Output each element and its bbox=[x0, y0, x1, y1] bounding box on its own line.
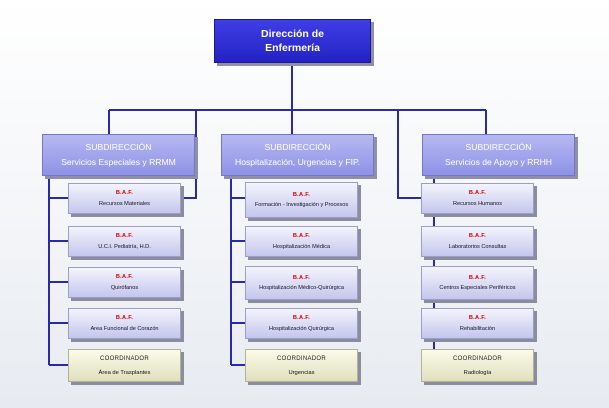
subdireccion-servicios-especiales-node: SUBDIRECCIÓN Servicios Especiales y RRMM bbox=[42, 134, 195, 176]
baf-name: Quirófanos bbox=[110, 285, 139, 291]
baf-tag: B.A.F. bbox=[468, 190, 487, 196]
baf-laboratorios-consultas: B.A.F. Laboratorios Consultas bbox=[421, 226, 534, 257]
baf-tag: B.A.F. bbox=[292, 275, 311, 281]
subdireccion-subtitle: Hospitalización, Urgencias y FIP. bbox=[235, 157, 360, 167]
baf-name: Hospitalización Médica bbox=[272, 244, 331, 250]
baf-name: Recursos Materiales bbox=[99, 201, 150, 207]
baf-name: Formación - Investigación y Procesos bbox=[254, 202, 349, 208]
baf-quirofanos: B.A.F. Quirófanos bbox=[68, 267, 181, 298]
baf-hospitalizacion-medica: B.A.F. Hospitalización Médica bbox=[245, 226, 358, 257]
baf-rehabilitacion: B.A.F. Rehabilitación bbox=[421, 308, 534, 339]
coordinador-name: Radiología bbox=[463, 369, 492, 376]
baf-tag: B.A.F. bbox=[292, 192, 311, 198]
subdireccion-heading: SUBDIRECCIÓN bbox=[264, 142, 331, 152]
coordinador-title: COORDINADOR bbox=[453, 355, 502, 362]
baf-formacion-investigacion: B.A.F. Formación - Investigación y Proce… bbox=[245, 182, 358, 218]
baf-name: Hospitalización Médico-Quirúrgica bbox=[259, 285, 344, 291]
baf-tag: B.A.F. bbox=[292, 315, 311, 321]
baf-name: Laboratorios Consultas bbox=[448, 244, 507, 250]
baf-tag: B.A.F. bbox=[115, 233, 134, 239]
subdireccion-hospitalizacion-urgencias-node: SUBDIRECCIÓN Hospitalización, Urgencias … bbox=[221, 134, 374, 176]
baf-tag: B.A.F. bbox=[115, 315, 134, 321]
baf-name: Area Funcional de Corazón bbox=[90, 326, 159, 332]
baf-name: Centros Especiales Periféricos bbox=[439, 285, 516, 291]
baf-tag: B.A.F. bbox=[115, 274, 134, 280]
baf-name: U.C.I. Pediatría, H.D. bbox=[98, 244, 151, 250]
baf-tag: B.A.F. bbox=[292, 233, 311, 239]
baf-recursos-materiales: B.A.F. Recursos Materiales bbox=[68, 183, 181, 214]
baf-hospitalizacion-quirurgica: B.A.F. Hospitalización Quirúrgica bbox=[245, 308, 358, 339]
baf-tag: B.A.F. bbox=[468, 315, 487, 321]
subdireccion-subtitle: Servicios Especiales y RRMM bbox=[61, 157, 176, 167]
coordinador-name: Urgencias bbox=[288, 369, 315, 376]
coordinador-area-trasplantes: COORDINADOR Área de Trasplantes bbox=[68, 349, 181, 382]
baf-uci-pediatria: B.A.F. U.C.I. Pediatría, H.D. bbox=[68, 226, 181, 257]
coordinador-urgencias: COORDINADOR Urgencias bbox=[245, 349, 358, 382]
coordinador-title: COORDINADOR bbox=[277, 355, 326, 362]
root-title-line1: Dirección de bbox=[260, 28, 325, 40]
bus-link-col3 bbox=[397, 110, 421, 199]
subdireccion-heading: SUBDIRECCIÓN bbox=[465, 142, 532, 152]
subdireccion-servicios-apoyo-node: SUBDIRECCIÓN Servicios de Apoyo y RRHH bbox=[422, 134, 575, 176]
baf-tag: B.A.F. bbox=[468, 275, 487, 281]
direccion-enfermeria-node: Dirección de Enfermería bbox=[214, 19, 371, 63]
baf-recursos-humanos: B.A.F. Recursos Humanos bbox=[421, 183, 534, 214]
baf-tag: B.A.F. bbox=[115, 190, 134, 196]
baf-hospitalizacion-medico-quirurgica: B.A.F. Hospitalización Médico-Quirúrgica bbox=[245, 266, 358, 300]
bus-link-col1 bbox=[182, 110, 197, 199]
coordinador-title: COORDINADOR bbox=[100, 355, 149, 362]
subdireccion-heading: SUBDIRECCIÓN bbox=[85, 142, 152, 152]
baf-name: Recursos Humanos bbox=[452, 201, 503, 207]
subdireccion-subtitle: Servicios de Apoyo y RRHH bbox=[445, 157, 552, 167]
coordinador-name: Área de Trasplantes bbox=[98, 369, 151, 376]
baf-name: Hospitalización Quirúrgica bbox=[269, 326, 334, 332]
root-title-line2: Enfermería bbox=[265, 42, 320, 54]
baf-centros-especiales-perifericos: B.A.F. Centros Especiales Periféricos bbox=[421, 266, 534, 300]
baf-area-funcional-corazon: B.A.F. Area Funcional de Corazón bbox=[68, 308, 181, 339]
coordinador-radiologia: COORDINADOR Radiología bbox=[421, 349, 534, 382]
baf-tag: B.A.F. bbox=[468, 233, 487, 239]
baf-name: Rehabilitación bbox=[459, 326, 496, 332]
